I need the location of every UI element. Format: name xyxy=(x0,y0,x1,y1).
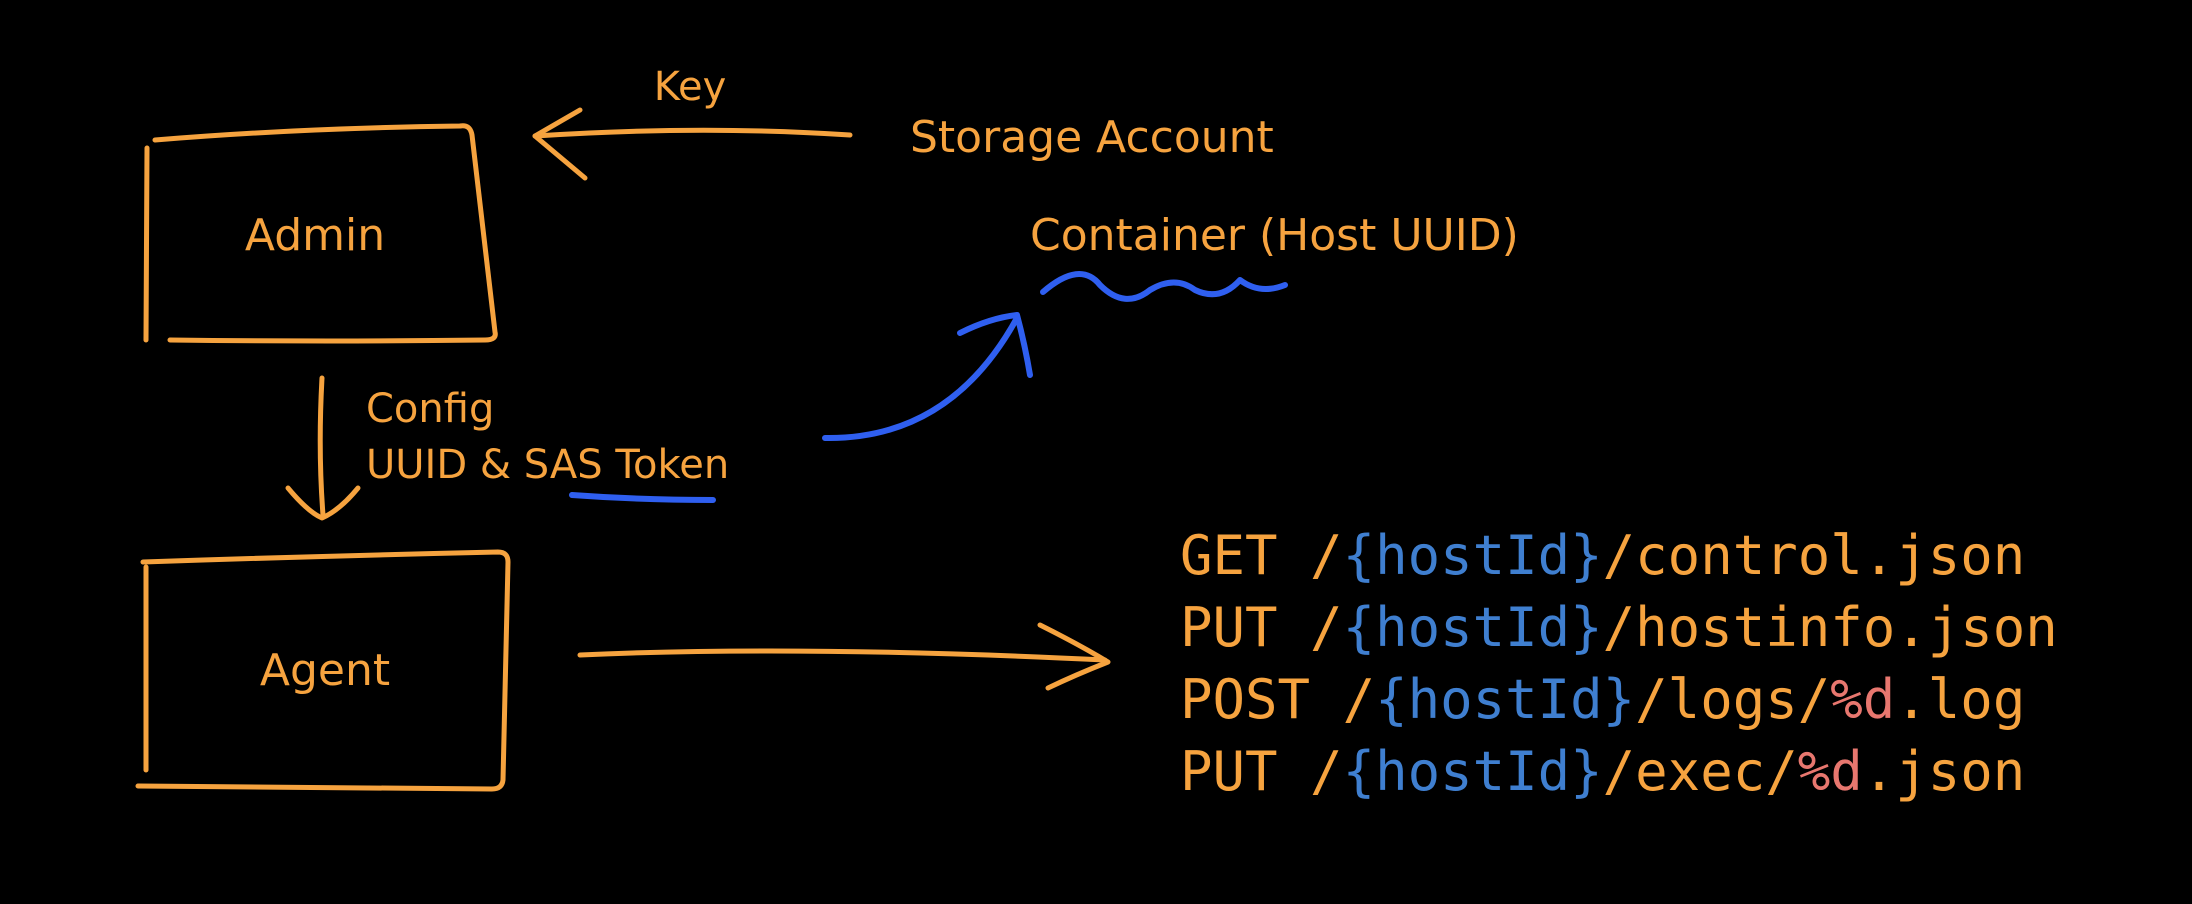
admin-label: Admin xyxy=(245,210,385,261)
endpoint-row: PUT /{hostId}/hostinfo.json xyxy=(1180,596,2058,659)
endpoint-row: POST /{hostId}/logs/%d.log xyxy=(1180,668,2025,731)
admin-node: Admin xyxy=(143,123,498,344)
uuid-sas-label: UUID & SAS Token xyxy=(366,442,729,488)
uuid-label: UUID & xyxy=(366,442,524,488)
endpoint-path-tail: .json xyxy=(1863,740,2026,803)
admin-box xyxy=(143,123,498,344)
endpoint-format-spec: %d xyxy=(1798,740,1863,803)
endpoint-method: POST xyxy=(1180,668,1343,731)
key-arrow: Key xyxy=(532,64,853,181)
endpoints-arrow-line xyxy=(577,648,1108,663)
agent-label: Agent xyxy=(260,645,390,696)
endpoint-path: /exec/ xyxy=(1603,740,1798,803)
endpoint-host-param: {hostId} xyxy=(1343,740,1603,803)
endpoint-row: PUT /{hostId}/exec/%d.json xyxy=(1180,740,2025,803)
sas-token-label: SAS Token xyxy=(524,442,729,488)
endpoint-format-spec: %d xyxy=(1830,668,1895,731)
endpoint-path-tail: .log xyxy=(1895,668,2025,731)
endpoint-row: GET /{hostId}/control.json xyxy=(1180,524,2025,587)
endpoint-slash: / xyxy=(1310,740,1343,803)
endpoint-slash: / xyxy=(1343,668,1376,731)
endpoint-method: GET xyxy=(1180,524,1310,587)
container-label: Container (Host UUID) xyxy=(1030,210,1519,261)
sas-to-container-arrow xyxy=(822,312,1033,442)
agent-to-endpoints-arrow xyxy=(577,622,1111,691)
endpoint-method: PUT xyxy=(1180,740,1310,803)
sas-token-underline xyxy=(569,492,716,503)
endpoint-slash: / xyxy=(1310,524,1343,587)
endpoint-path: /hostinfo.json xyxy=(1603,596,2058,659)
endpoint-slash: / xyxy=(1310,596,1343,659)
config-arrow-line xyxy=(317,375,326,518)
config-label: Config xyxy=(366,386,494,432)
agent-box xyxy=(135,549,511,792)
storage-account-label: Storage Account xyxy=(910,112,1274,163)
config-arrow-head xyxy=(285,485,361,521)
sas-arrow-line xyxy=(822,315,1020,442)
sas-arrow-head xyxy=(957,312,1033,378)
endpoint-host-param: {hostId} xyxy=(1375,668,1635,731)
container-underline-squiggle xyxy=(1040,271,1288,302)
key-label: Key xyxy=(654,64,727,110)
endpoint-host-param: {hostId} xyxy=(1343,596,1603,659)
endpoint-path: /logs/ xyxy=(1635,668,1830,731)
endpoint-path: /control.json xyxy=(1603,524,2026,587)
agent-node: Agent xyxy=(135,549,511,792)
key-arrow-line xyxy=(532,127,853,139)
key-arrow-head xyxy=(532,107,588,181)
config-arrow xyxy=(285,375,361,521)
endpoints-arrow-head xyxy=(1037,622,1111,691)
endpoint-method: PUT xyxy=(1180,596,1310,659)
endpoint-host-param: {hostId} xyxy=(1343,524,1603,587)
